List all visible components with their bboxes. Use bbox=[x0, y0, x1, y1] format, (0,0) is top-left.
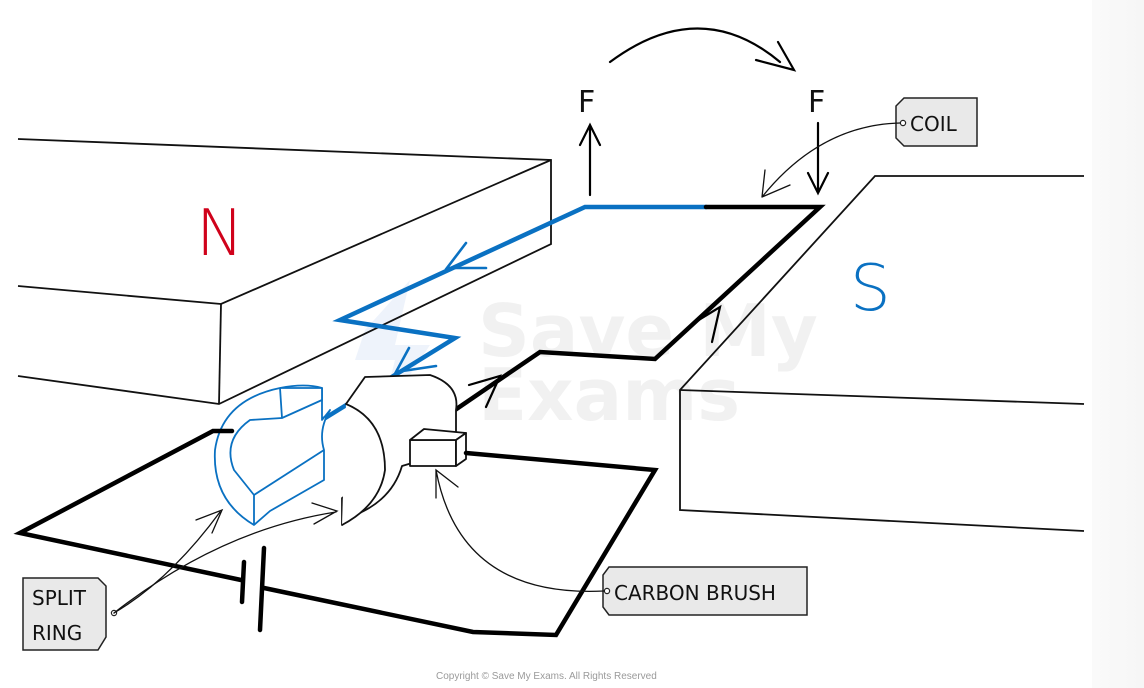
carbon-brush-pointer-arrow bbox=[435, 468, 605, 592]
coil-label: COIL bbox=[910, 112, 958, 136]
external-circuit bbox=[13, 428, 659, 638]
split-ring-blue-half bbox=[213, 384, 331, 526]
current-arrow-black-1 bbox=[695, 304, 722, 344]
carbon-brush-label: CARBON BRUSH bbox=[614, 581, 776, 605]
split-ring-black-half bbox=[341, 374, 458, 526]
coil-pointer-arrow bbox=[761, 122, 901, 198]
coil-label-tag: COIL bbox=[761, 97, 978, 198]
force-down-arrow-icon bbox=[806, 121, 830, 196]
current-arrow-blue-1 bbox=[444, 241, 488, 270]
circuit-left-wire bbox=[13, 428, 244, 583]
coil-tag-shape bbox=[895, 97, 978, 147]
circuit-right-wire bbox=[261, 450, 659, 638]
current-arrow-blue-2 bbox=[393, 346, 438, 374]
copyright-notice: Copyright © Save My Exams. All Rights Re… bbox=[436, 671, 657, 682]
carbon-brush-tag-hole-icon bbox=[603, 587, 611, 595]
force-label-left: F bbox=[578, 85, 595, 120]
coil-blue-path bbox=[319, 204, 709, 423]
cell-short-plate bbox=[257, 545, 267, 633]
current-arrow-black-2 bbox=[467, 374, 502, 409]
force-up-arrow-icon bbox=[578, 122, 602, 197]
coil-black-path bbox=[452, 204, 826, 413]
split-ring-pointer-arrow-2 bbox=[113, 502, 339, 614]
north-magnet-outline bbox=[17, 138, 552, 405]
rotation-arrow-icon bbox=[608, 27, 797, 72]
carbon-brush-label-tag: CARBON BRUSH bbox=[435, 468, 808, 616]
carbon-brush bbox=[409, 428, 467, 467]
split-ring-blue-edge bbox=[253, 449, 325, 496]
north-magnet-front-edge bbox=[218, 303, 222, 405]
split-ring-label-line1: SPLIT bbox=[32, 586, 87, 610]
force-label-right: F bbox=[808, 85, 825, 120]
carbon-brush-tag-shape bbox=[602, 566, 808, 616]
cell-long-plate bbox=[239, 559, 247, 605]
split-ring-pointer-arrow-1 bbox=[113, 508, 224, 614]
watermark-logo-icon bbox=[355, 280, 430, 420]
south-magnet: S bbox=[679, 175, 1085, 532]
split-ring-tag-shape bbox=[22, 577, 107, 651]
north-magnet: N bbox=[17, 138, 552, 405]
split-ring-black-curve bbox=[341, 403, 386, 526]
right-margin-strip bbox=[1092, 0, 1144, 688]
carbon-brush-side bbox=[455, 432, 467, 467]
forces: F F bbox=[578, 27, 830, 197]
split-ring-label-tag: SPLIT RING bbox=[22, 502, 339, 651]
split-ring-blue-top bbox=[279, 387, 323, 419]
split-ring-blue-inner bbox=[229, 417, 283, 525]
carbon-brush-front bbox=[409, 439, 457, 467]
coil-black-side bbox=[452, 204, 826, 413]
north-pole-label: N bbox=[196, 197, 244, 271]
south-magnet-edge bbox=[679, 389, 1085, 405]
coil-blue-side bbox=[319, 204, 709, 423]
coil-tag-hole-icon bbox=[899, 119, 907, 127]
south-pole-label: S bbox=[850, 252, 891, 326]
split-ring-label-line2: RING bbox=[32, 621, 82, 645]
